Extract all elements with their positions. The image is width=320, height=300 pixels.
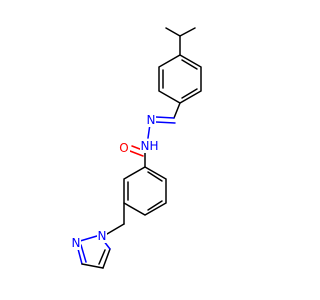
lower-benzene-ring: [123, 166, 167, 216]
molecule-structure: O N H N N N: [71, 27, 202, 269]
pyrazole-n2-label-bg: [71, 236, 81, 250]
bond-carbonyl-o-2: [129, 150, 144, 157]
bond-ch-n-double-1: [155, 116, 175, 119]
bond-ring-to-ch: [173, 102, 181, 119]
hydrazone-n-label-bg: [146, 113, 156, 127]
pyrazole-bond-c4-c5-b: [98, 249, 106, 265]
bond-ch2-to-pyrazole: [106, 223, 125, 235]
methylene-linker: [106, 202, 125, 235]
lower-ring-double-bond-1: [147, 171, 163, 182]
atom-labels: O N H N N N: [71, 113, 160, 250]
pyrazole-n2-label: N: [72, 236, 81, 250]
hydrazone-nh-label-bg: [140, 139, 160, 153]
upper-ring-outline: [158, 54, 202, 104]
oxygen-label-bg: [120, 141, 130, 155]
oxygen-label: O: [119, 141, 128, 155]
hydrazone-n-label: N: [147, 113, 156, 127]
upper-ring-double-bond-1: [181, 59, 198, 70]
pyrazole-n1-label: N: [98, 229, 107, 243]
isopropyl-group: [165, 27, 196, 56]
hydrazone-h-label: H: [149, 139, 158, 153]
pyrazole-bond-c4-c5-a: [102, 248, 111, 269]
upper-benzene-ring: [158, 54, 202, 104]
bond-isopropyl-methyl-right: [179, 27, 196, 37]
pyrazole-bond-n1-n2: [79, 235, 98, 242]
pyrazole-bond-c3-c4: [81, 263, 104, 269]
hydrazone-nh-label: N: [141, 139, 150, 153]
lower-ring-outline: [123, 166, 167, 216]
lower-ring-double-bond-2: [147, 200, 163, 211]
upper-ring-double-bond-2: [181, 88, 198, 99]
pyrazole-bond-n2-c3-b: [80, 244, 87, 263]
pyrazole-n1-label-bg: [97, 229, 107, 243]
pyrazole-ring: [76, 235, 111, 269]
bond-ch-n-double-2: [155, 121, 176, 124]
bond-isopropyl-methyl-left: [165, 27, 181, 37]
